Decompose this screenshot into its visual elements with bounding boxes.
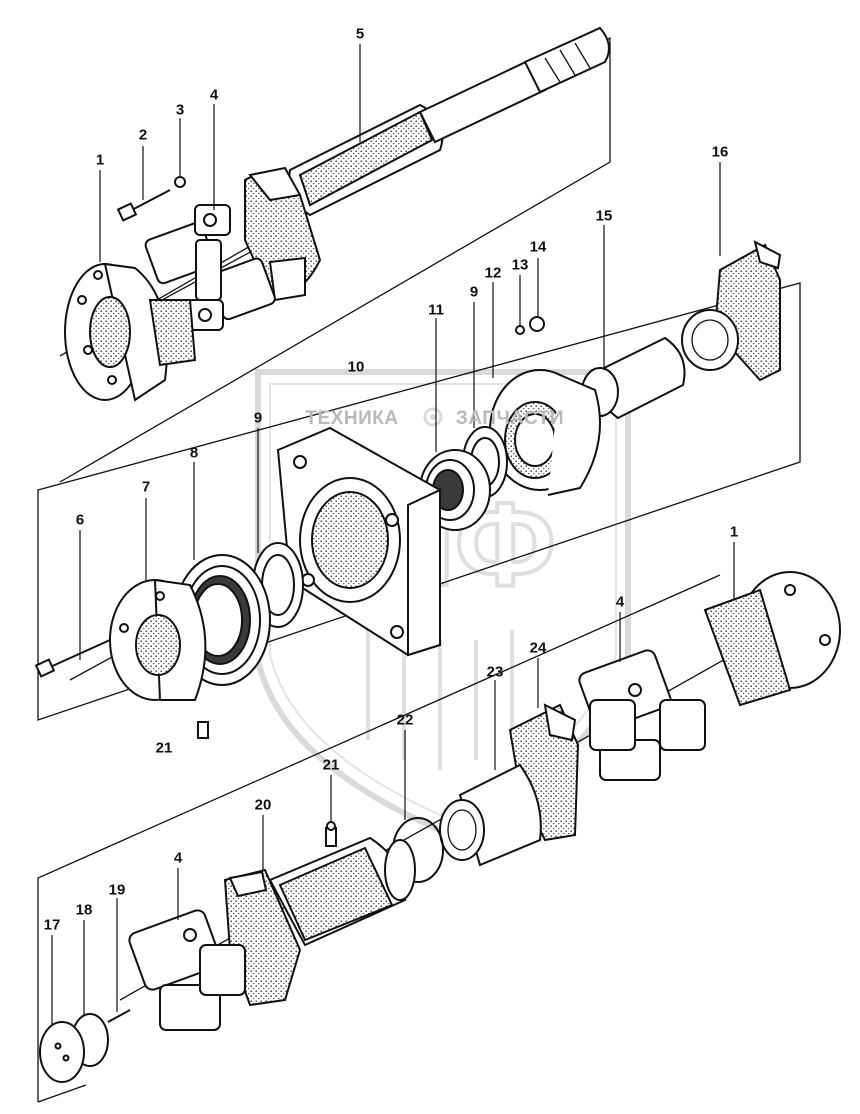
callout-14: 14 xyxy=(529,238,547,256)
part-23-splined-hub xyxy=(439,763,542,867)
part-1-flange-right xyxy=(703,571,841,707)
callout-9-right: 9 xyxy=(469,283,479,301)
watermark-text-left: ТЕХНИКА xyxy=(305,408,399,429)
part-17-plate xyxy=(39,1021,85,1083)
part-1-flange-top xyxy=(64,262,197,402)
callout-5: 5 xyxy=(355,25,365,43)
callout-1-top: 1 xyxy=(95,151,105,169)
callout-21-left: 21 xyxy=(155,739,173,757)
part-14-nut xyxy=(529,316,545,332)
watermark-wheat xyxy=(366,630,514,770)
callout-1-right: 1 xyxy=(729,523,739,541)
callout-4-right: 4 xyxy=(615,593,625,611)
callout-10: 10 xyxy=(347,358,365,376)
callout-23: 23 xyxy=(486,663,504,681)
part-7-cover xyxy=(109,578,207,701)
callout-22: 22 xyxy=(396,711,414,729)
part-10-plate xyxy=(276,426,441,657)
callout-4-top: 4 xyxy=(209,86,219,104)
callout-15: 15 xyxy=(595,207,613,225)
part-19-bolt xyxy=(107,1009,131,1023)
callout-19: 19 xyxy=(108,881,126,899)
part-13-washer xyxy=(515,325,525,335)
part-12-bearing-cap xyxy=(489,369,601,496)
part-6-bolt xyxy=(34,639,111,678)
part-4-cross-right xyxy=(578,649,706,781)
part-16-yoke xyxy=(681,240,782,382)
callout-6: 6 xyxy=(75,511,85,529)
callout-2: 2 xyxy=(138,126,148,144)
callout-20: 20 xyxy=(254,796,272,814)
callout-16: 16 xyxy=(711,143,729,161)
callout-3: 3 xyxy=(175,101,185,119)
callout-13: 13 xyxy=(511,256,529,274)
watermark-gear-icon xyxy=(423,407,443,427)
part-4-cross-bottom xyxy=(128,909,246,1031)
callout-8: 8 xyxy=(189,444,199,462)
callout-21-bottom: 21 xyxy=(322,756,340,774)
part-3-nut xyxy=(174,176,186,188)
part-4-cross-top xyxy=(144,204,276,331)
part-2-bolt xyxy=(116,189,171,222)
part-20-shaft xyxy=(223,836,416,1007)
callout-18: 18 xyxy=(75,901,93,919)
watermark-text-right: ЗАПЧАСТИ xyxy=(455,408,565,429)
leader-lines xyxy=(51,44,735,1024)
part-21-fitting-left xyxy=(197,721,209,739)
callout-4-bottom: 4 xyxy=(173,849,183,867)
part-21-fitting-bottom xyxy=(325,821,337,847)
callout-9-left: 9 xyxy=(253,409,263,427)
callout-7: 7 xyxy=(141,478,151,496)
callout-11: 11 xyxy=(428,301,444,319)
callout-24: 24 xyxy=(529,639,547,657)
callout-12: 12 xyxy=(484,264,502,282)
part-5-splined-shaft xyxy=(288,26,610,217)
callout-17: 17 xyxy=(43,916,61,934)
